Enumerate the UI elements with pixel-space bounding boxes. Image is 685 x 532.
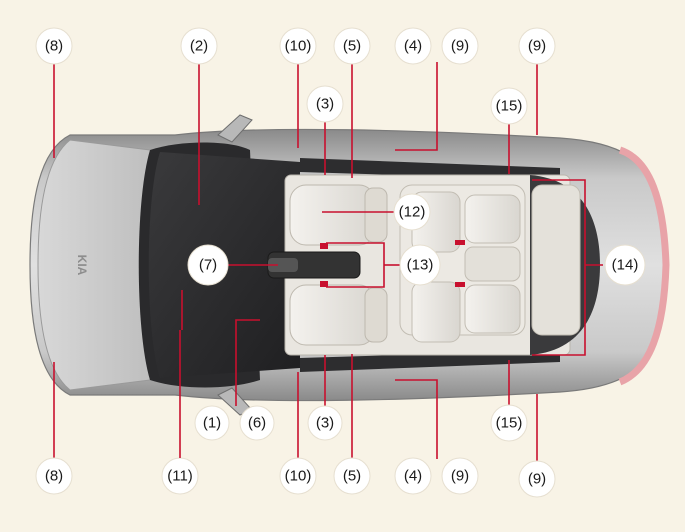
callout-4-bottom: (4) [395, 458, 431, 494]
svg-text:(15): (15) [496, 98, 523, 115]
callout-3-bottom: (3) [308, 406, 342, 440]
svg-text:(9): (9) [451, 38, 469, 55]
svg-text:(10): (10) [285, 468, 312, 485]
svg-text:(9): (9) [528, 38, 546, 55]
callout-15-top: (15) [491, 88, 527, 124]
svg-text:(3): (3) [316, 96, 334, 113]
callout-8-bottom: (8) [36, 458, 72, 494]
svg-text:(3): (3) [316, 415, 334, 432]
callout-5-bottom: (5) [334, 458, 370, 494]
callout-9-top-right: (9) [519, 28, 555, 64]
svg-text:(8): (8) [45, 38, 63, 55]
callout-10-top: (10) [280, 28, 316, 64]
callout-2: (2) [181, 28, 217, 64]
svg-text:(4): (4) [404, 468, 422, 485]
callout-5-top: (5) [334, 28, 370, 64]
callout-8-top: (8) [36, 28, 72, 64]
svg-text:(5): (5) [343, 468, 361, 485]
callout-10-bottom: (10) [280, 458, 316, 494]
callout-13: (13) [400, 245, 440, 285]
callout-9-bottom-mid: (9) [442, 458, 478, 494]
callout-1: (1) [195, 406, 229, 440]
svg-text:(9): (9) [451, 468, 469, 485]
svg-text:(11): (11) [167, 468, 193, 485]
svg-text:(1): (1) [203, 415, 221, 432]
callout-9-bottom-right: (9) [519, 461, 555, 497]
svg-text:(15): (15) [496, 415, 523, 432]
svg-text:(12): (12) [399, 204, 426, 221]
svg-text:(7): (7) [199, 257, 217, 274]
callout-6: (6) [240, 406, 274, 440]
svg-text:(2): (2) [190, 38, 208, 55]
svg-text:(5): (5) [343, 38, 361, 55]
callout-4-top: (4) [395, 28, 431, 64]
svg-text:(14): (14) [612, 257, 639, 274]
svg-text:(10): (10) [285, 38, 312, 55]
svg-text:(9): (9) [528, 471, 546, 488]
brand-logo: KIA [75, 255, 89, 276]
svg-text:(4): (4) [404, 38, 422, 55]
callout-11: (11) [162, 458, 198, 494]
svg-text:(13): (13) [407, 257, 434, 274]
svg-text:(6): (6) [248, 415, 266, 432]
svg-text:(8): (8) [45, 468, 63, 485]
callout-7: (7) [188, 245, 228, 285]
callout-14: (14) [605, 245, 645, 285]
callout-3-top: (3) [307, 86, 343, 122]
callout-15-bottom: (15) [491, 405, 527, 441]
callout-12: (12) [394, 194, 430, 230]
callout-9-top-mid: (9) [442, 28, 478, 64]
